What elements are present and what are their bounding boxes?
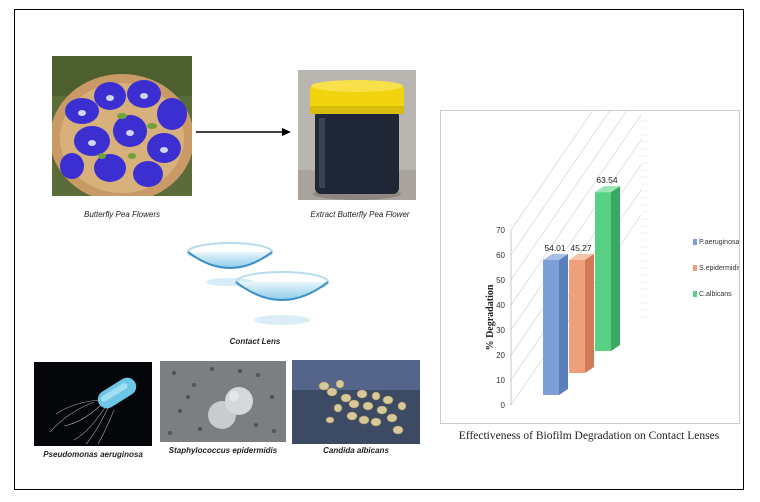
contact-lens-image <box>187 242 329 325</box>
gridline <box>510 89 642 281</box>
y-tick-label: 50 <box>496 276 505 285</box>
gridline <box>510 39 642 231</box>
bar <box>569 259 585 373</box>
y-tick-label: 60 <box>496 251 505 260</box>
extract-caption: Extract Butterfly Pea Flower <box>310 210 410 219</box>
y-tick-label: 0 <box>501 401 506 410</box>
legend-label: P.aeruginosa <box>699 239 739 246</box>
microbe-caption-1: Pseudomonas aeruginosa <box>43 450 143 459</box>
y-tick-label: 30 <box>496 326 505 335</box>
legend-swatch <box>693 291 697 297</box>
bar-top <box>543 253 568 260</box>
legend-swatch <box>693 265 697 271</box>
staphylococcus-image <box>160 361 286 442</box>
pseudomonas-image <box>34 362 152 446</box>
legend-label: C.albicans <box>699 291 732 298</box>
microbe-caption-3: Candida albicans <box>323 446 389 455</box>
gridline <box>510 139 642 331</box>
y-tick-label: 40 <box>496 301 505 310</box>
bar-side <box>559 253 568 395</box>
bar-top <box>595 186 620 193</box>
arrow-icon <box>196 128 291 136</box>
legend-label: S.epidermidis <box>699 265 739 272</box>
data-label: 63.54 <box>596 175 618 185</box>
bar <box>595 192 611 351</box>
legend-swatch <box>693 239 697 245</box>
bar <box>543 259 559 395</box>
microbe-caption-2: Staphylococcus epidermidis <box>168 446 278 455</box>
y-tick-label: 70 <box>496 226 505 235</box>
chart-panel: 0 10 20 30 40 50 60 70 % Degradation 54.01 45.27 63… <box>440 39 742 424</box>
flowers-caption: Butterfly Pea Flowers <box>83 210 161 219</box>
bar-top <box>569 253 594 260</box>
candida-image <box>292 360 420 444</box>
y-axis-label: % Degradation <box>485 284 496 350</box>
y-tick-label: 20 <box>496 351 505 360</box>
data-label: 54.01 <box>544 243 566 253</box>
chart-title: Effectiveness of Biofilm Degradation on … <box>458 430 720 442</box>
gridline <box>510 64 642 256</box>
bar-chart: 0 10 20 30 40 50 60 70 % Degradation 54.01 45.27 63… <box>485 39 742 410</box>
bar-side <box>585 253 594 373</box>
y-tick-label: 10 <box>496 376 505 385</box>
bar-side <box>611 186 620 351</box>
figure-frame <box>14 9 744 490</box>
extract-jar-image <box>298 70 416 200</box>
lens-caption: Contact Lens <box>229 337 281 346</box>
butterfly-pea-flowers-image <box>52 56 192 196</box>
gridline <box>510 114 642 306</box>
data-label: 45.27 <box>570 243 592 253</box>
